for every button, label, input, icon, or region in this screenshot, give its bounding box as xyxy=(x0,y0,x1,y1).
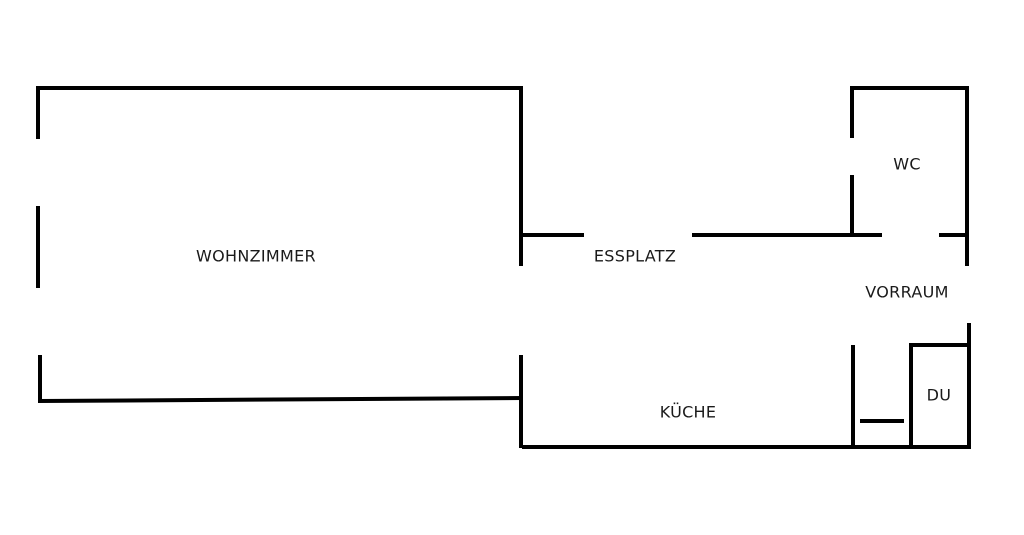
wohnzimmer-walls xyxy=(36,86,524,448)
wc-walls xyxy=(850,86,969,266)
room-label-wc: WC xyxy=(893,155,921,174)
wall-wohnzimmer-bottom xyxy=(37,395,524,404)
room-label-du: DU xyxy=(927,386,952,405)
du-walls xyxy=(855,323,971,449)
room-label-essplatz: ESSPLATZ xyxy=(594,247,676,266)
room-label-vorraum: VORRAUM xyxy=(865,283,948,302)
kueche-walls xyxy=(522,345,855,449)
room-label-kueche: KÜCHE xyxy=(660,403,717,422)
room-label-wohnzimmer: WOHNZIMMER xyxy=(196,247,316,266)
